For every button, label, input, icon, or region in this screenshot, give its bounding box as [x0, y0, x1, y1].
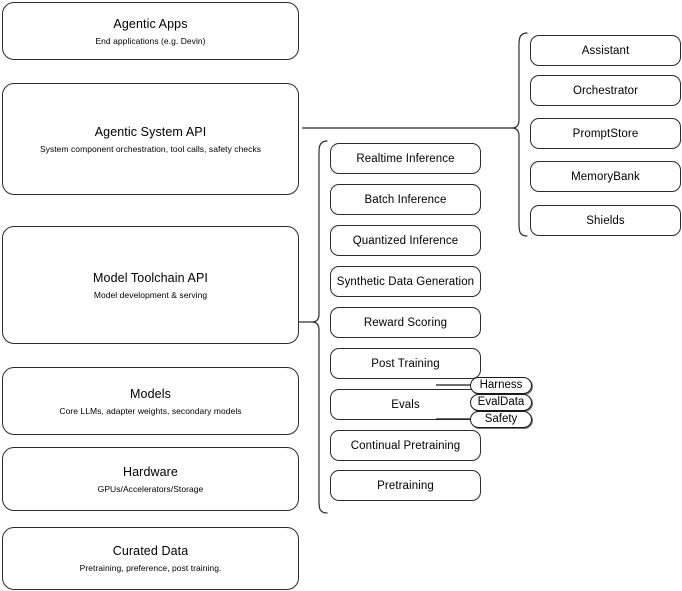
component-box-promptstore[interactable]: PromptStore [530, 118, 681, 149]
component-label: MemoryBank [571, 170, 640, 183]
component-box-batch-inference[interactable]: Batch Inference [330, 184, 481, 215]
pill-label: Safety [484, 413, 518, 425]
component-label: Synthetic Data Generation [336, 275, 475, 288]
pill-evaldata[interactable]: EvalData [470, 394, 532, 411]
brace-toolchain-components [311, 140, 328, 514]
component-label: Batch Inference [364, 193, 447, 206]
component-box-reward-scoring[interactable]: Reward Scoring [330, 307, 481, 338]
layer-subtitle: End applications (e.g. Devin) [95, 35, 206, 46]
component-box-shields[interactable]: Shields [530, 205, 681, 236]
component-label: Post Training [371, 357, 440, 370]
layer-box-models[interactable]: Models Core LLMs, adapter weights, secon… [2, 367, 299, 435]
component-box-pretraining[interactable]: Pretraining [330, 470, 481, 501]
component-box-synthetic-data-generation[interactable]: Synthetic Data Generation [330, 266, 481, 297]
layer-title: Hardware [123, 464, 178, 479]
component-label: Evals [391, 398, 420, 411]
component-box-post-training[interactable]: Post Training [330, 348, 481, 379]
layer-box-agentic-system-api[interactable]: Agentic System API System component orch… [2, 83, 299, 195]
pill-label: Harness [479, 379, 523, 391]
component-box-quantized-inference[interactable]: Quantized Inference [330, 225, 481, 256]
component-box-evals[interactable]: Evals [330, 389, 481, 420]
layer-box-agentic-apps[interactable]: Agentic Apps End applications (e.g. Devi… [2, 2, 299, 60]
component-label: Shields [586, 214, 625, 227]
component-label: Quantized Inference [352, 234, 459, 247]
layer-subtitle: Model development & serving [93, 289, 208, 300]
component-box-continual-pretraining[interactable]: Continual Pretraining [330, 430, 481, 461]
layer-title: Agentic Apps [113, 16, 188, 31]
layer-title: Model Toolchain API [93, 270, 208, 285]
layer-box-hardware[interactable]: Hardware GPUs/Accelerators/Storage [2, 447, 299, 511]
component-box-memorybank[interactable]: MemoryBank [530, 161, 681, 192]
layer-box-model-toolchain-api[interactable]: Model Toolchain API Model development & … [2, 226, 299, 344]
layer-subtitle: System component orchestration, tool cal… [39, 143, 262, 154]
component-label: Orchestrator [572, 84, 639, 97]
layer-subtitle: Core LLMs, adapter weights, secondary mo… [59, 405, 242, 416]
pill-safety[interactable]: Safety [470, 411, 532, 428]
component-label: Assistant [581, 44, 630, 57]
component-box-assistant[interactable]: Assistant [530, 35, 681, 66]
component-label: Reward Scoring [363, 316, 448, 329]
brace-system-components [511, 32, 528, 237]
component-label: PromptStore [572, 127, 639, 140]
component-label: Continual Pretraining [350, 439, 461, 452]
component-box-realtime-inference[interactable]: Realtime Inference [330, 143, 481, 174]
component-label: Realtime Inference [356, 152, 455, 165]
layer-title: Agentic System API [94, 124, 207, 139]
layer-box-curated-data[interactable]: Curated Data Pretraining, preference, po… [2, 527, 299, 590]
layer-subtitle: GPUs/Accelerators/Storage [97, 483, 204, 494]
pill-label: EvalData [477, 396, 525, 408]
layer-title: Curated Data [112, 544, 189, 558]
layer-subtitle: Pretraining, preference, post training. [79, 563, 222, 573]
component-box-orchestrator[interactable]: Orchestrator [530, 75, 681, 106]
component-label: Pretraining [377, 479, 434, 492]
layer-title: Models [130, 386, 171, 401]
pill-harness[interactable]: Harness [470, 377, 532, 394]
